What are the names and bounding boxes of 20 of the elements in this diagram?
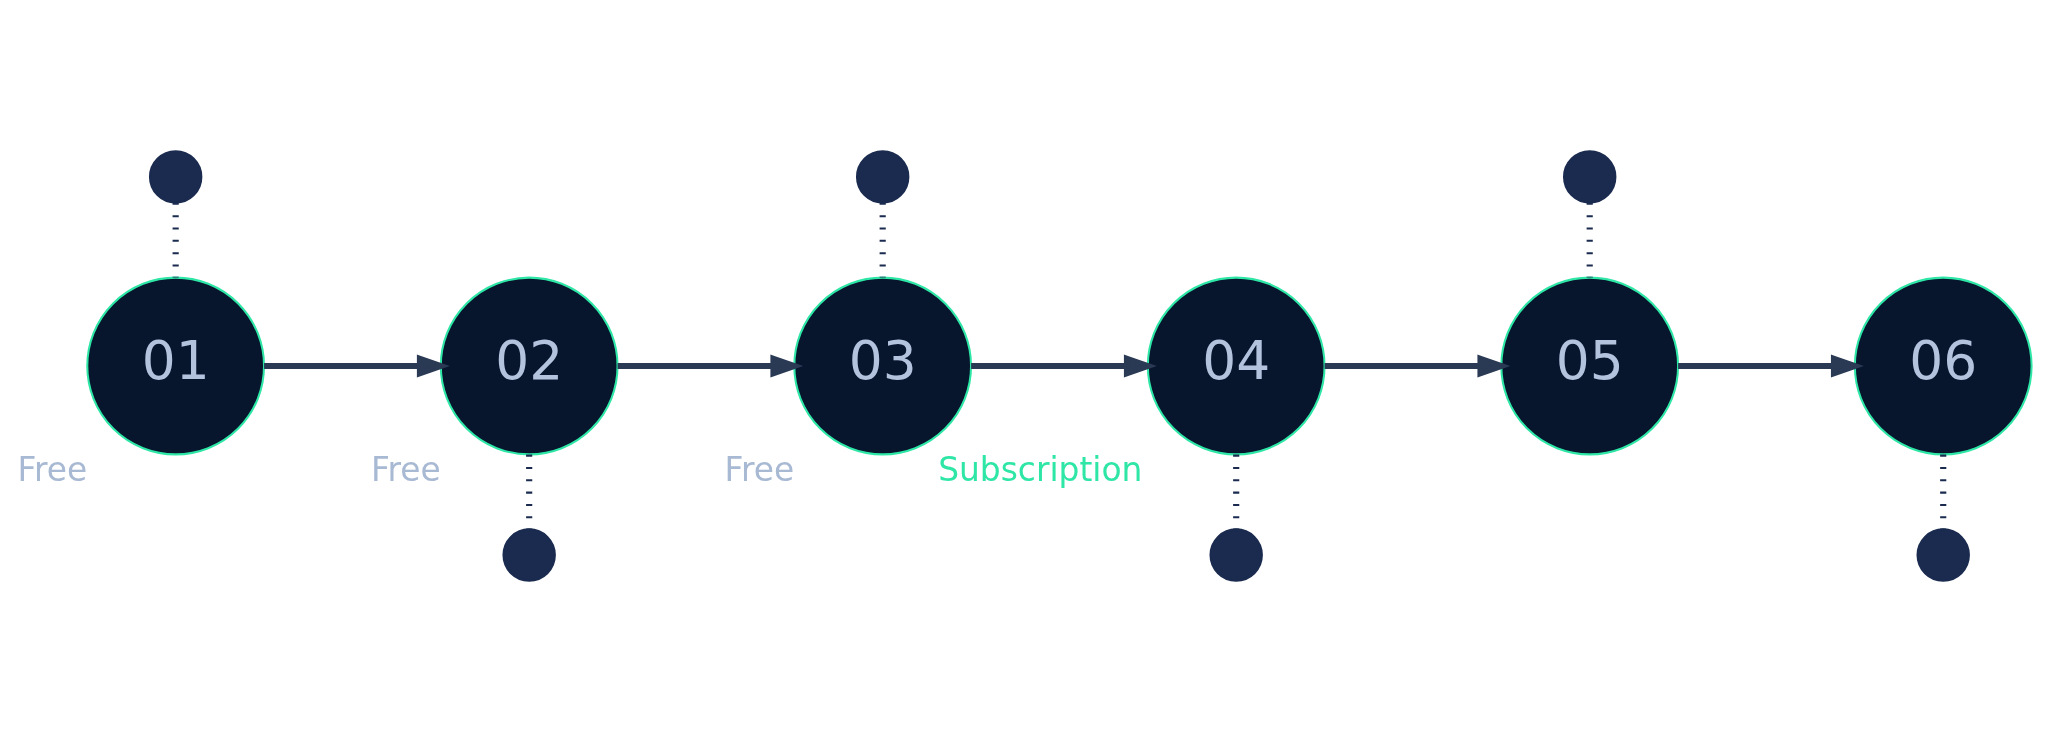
node-circle	[855, 150, 909, 204]
arrow	[1677, 354, 1864, 378]
node-circle	[501, 528, 556, 582]
arrow	[970, 354, 1157, 378]
node-circle: 03	[792, 276, 972, 456]
arrow	[617, 354, 803, 378]
node-circle	[1916, 528, 1970, 582]
node-circle	[1208, 528, 1263, 582]
node-circle	[1562, 150, 1616, 204]
node-label: Free	[370, 449, 441, 489]
node-circle: 01	[85, 276, 265, 456]
node-label: Free	[723, 449, 794, 489]
arrow	[263, 354, 450, 378]
arrow	[1324, 354, 1510, 378]
node-circle	[148, 150, 202, 204]
node-circle: 04	[1146, 276, 1326, 456]
node-circle: 02	[439, 276, 619, 456]
node-circle: 05	[1499, 276, 1679, 456]
node-circle: 06	[1853, 276, 2033, 456]
node-label: Free	[16, 449, 87, 489]
